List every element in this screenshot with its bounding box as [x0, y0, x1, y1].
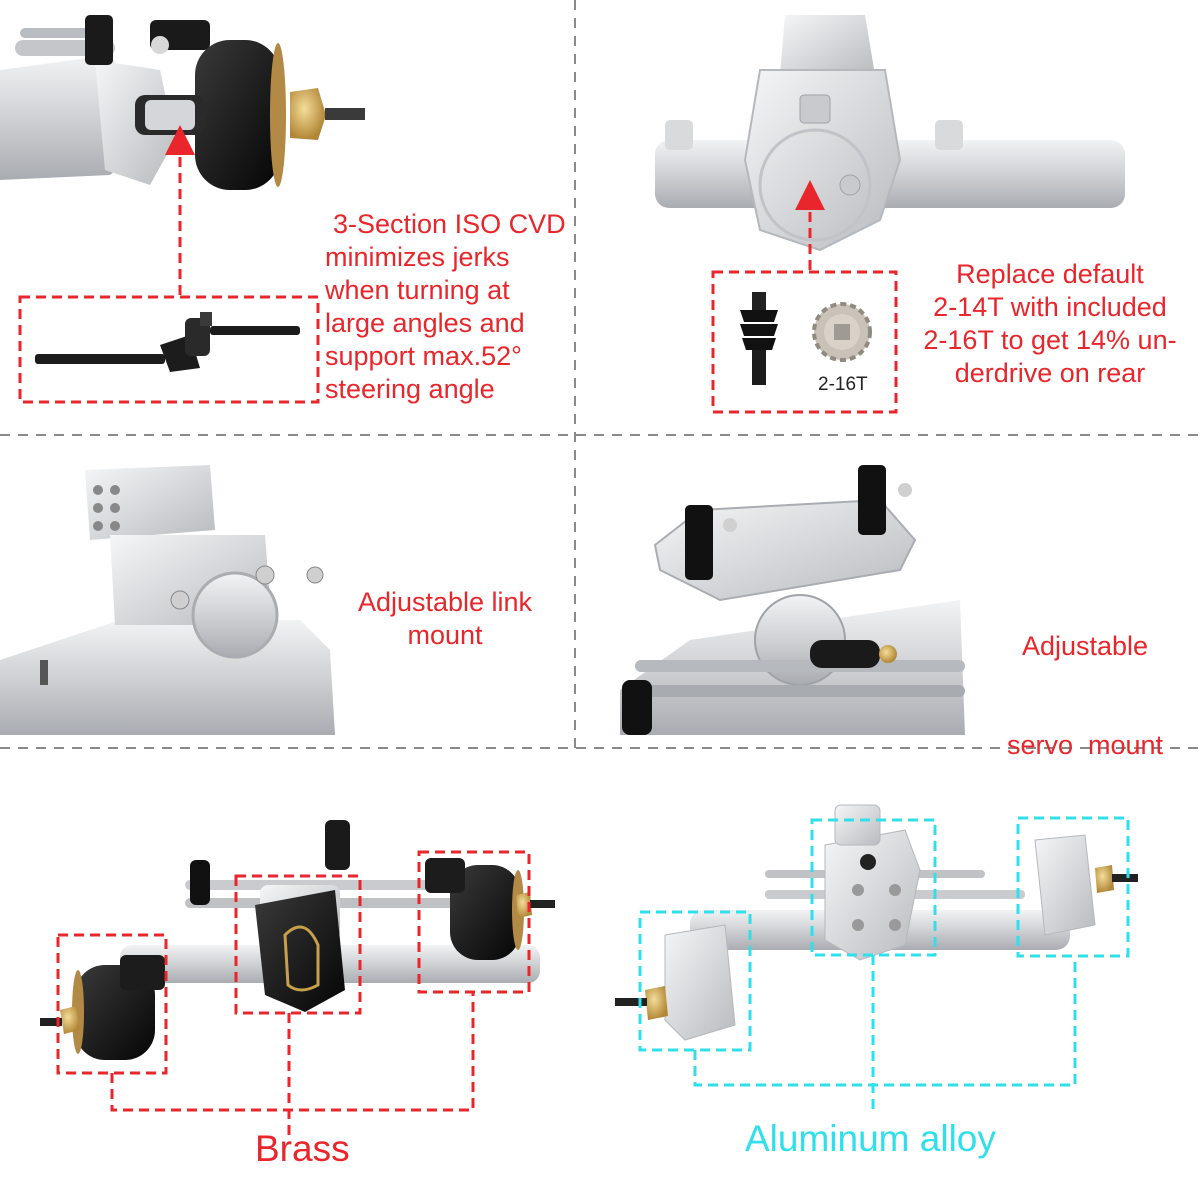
cvd-callout-arrow — [18, 125, 320, 404]
panel-dividers — [0, 0, 1200, 749]
cvd-caption-line-1: 3-Section ISO CVD — [333, 209, 566, 239]
gear-callout-arrow — [711, 180, 898, 414]
cvd-caption-line-4: large angles and — [325, 308, 525, 338]
cvd-panel-image — [0, 15, 365, 190]
brass-axle-image — [40, 820, 555, 1060]
gear-caption-line-1: Replace default — [956, 259, 1144, 289]
link-mount-caption-line-2: mount — [407, 620, 483, 650]
pinion-gear-image — [740, 292, 778, 385]
servo-mount-caption: Adjustable servo mount — [985, 564, 1185, 828]
cvd-caption: 3-Section ISO CVD minimizes jerks when t… — [325, 208, 566, 406]
cvd-caption-line-3: when turning at — [325, 275, 510, 305]
servo-mount-image — [620, 465, 965, 735]
cvd-caption-line-5: support max.52° — [325, 341, 522, 371]
gear-caption-line-4: derdrive on rear — [954, 358, 1146, 388]
brass-callout-boxes — [56, 850, 531, 1135]
brass-label: Brass — [255, 1128, 350, 1169]
differential-housing-image — [655, 15, 1125, 252]
gear-caption: Replace default 2-14T with included 2-16… — [910, 258, 1190, 390]
link-mount-image — [0, 465, 335, 735]
cvd-caption-line-6: steering angle — [325, 374, 495, 404]
aluminum-axle-image — [615, 804, 1138, 1041]
aluminum-callout-boxes — [638, 816, 1130, 1115]
cvd-caption-line-2: minimizes jerks — [325, 242, 510, 272]
link-mount-caption: Adjustable link mount — [345, 586, 545, 652]
link-mount-caption-line-1: Adjustable link — [357, 587, 533, 617]
gear-caption-line-2: 2-14T with included — [933, 292, 1167, 322]
gear-caption-line-3: 2-16T to get 14% un- — [923, 325, 1177, 355]
aluminum-alloy-label: Aluminum alloy — [745, 1118, 996, 1159]
servo-mount-caption-line-2: servo mount — [1006, 730, 1164, 760]
gear-size-label: 2-16T — [818, 374, 868, 395]
servo-mount-caption-line-1: Adjustable — [1021, 631, 1149, 661]
cvd-shaft-image — [35, 312, 300, 372]
ring-gear-image — [812, 302, 872, 362]
